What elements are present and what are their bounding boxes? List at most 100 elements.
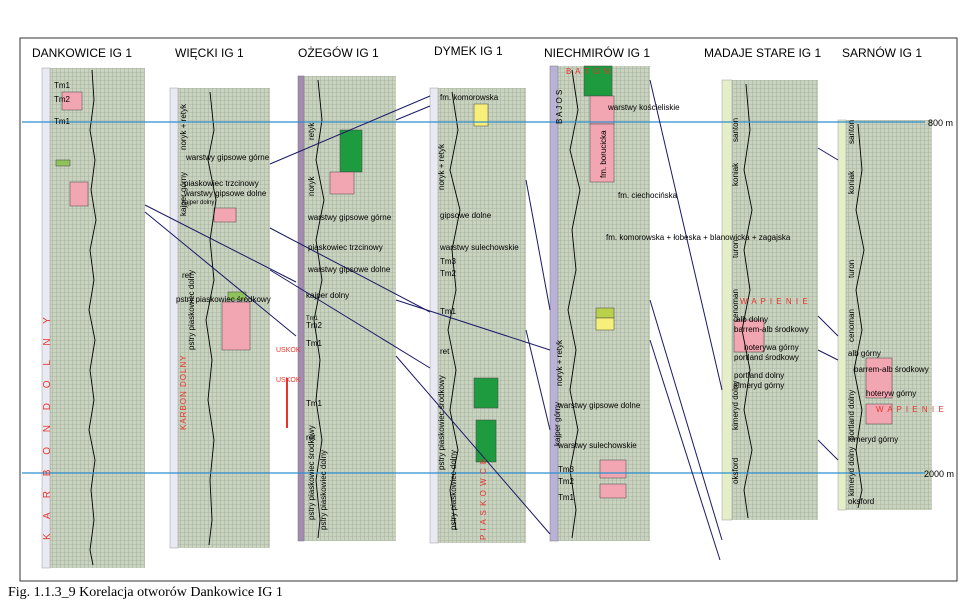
- svg-text:Tm1: Tm1: [54, 81, 71, 90]
- svg-text:pstry piaskowiec dolny: pstry piaskowiec dolny: [187, 270, 196, 350]
- svg-text:warstwy sulechowskie: warstwy sulechowskie: [557, 441, 637, 450]
- svg-text:Tm2: Tm2: [558, 477, 575, 486]
- svg-text:noryk + retyk: noryk + retyk: [555, 339, 564, 386]
- well-column-dymek: [430, 88, 526, 543]
- svg-text:Tm1: Tm1: [306, 316, 319, 322]
- depth-label-2000m: 2000 m: [924, 469, 954, 479]
- well-title-niechmirow: NIECHMIRÓW IG 1: [544, 45, 650, 60]
- svg-text:warstwy gipsowe dolne: warstwy gipsowe dolne: [307, 265, 391, 274]
- svg-text:kimeryd górny: kimeryd górny: [848, 435, 898, 444]
- svg-text:W A P I E N I E: W A P I E N I E: [740, 297, 809, 306]
- svg-text:Tm2: Tm2: [440, 269, 457, 278]
- svg-text:pstry piaskowiec środkowy: pstry piaskowiec środkowy: [176, 295, 271, 304]
- svg-text:hoterywa górny: hoterywa górny: [744, 343, 799, 352]
- svg-text:warstwy gipsowe dolne: warstwy gipsowe dolne: [557, 401, 641, 410]
- svg-text:warstwy gipsowe dolne: warstwy gipsowe dolne: [183, 189, 267, 198]
- svg-text:B A J O S: B A J O S: [555, 90, 564, 124]
- svg-text:kimeryd dolny: kimeryd dolny: [731, 381, 740, 430]
- svg-text:W A P I E N I E: W A P I E N I E: [876, 405, 945, 414]
- svg-text:fm. borucicka: fm. borucicka: [599, 130, 608, 178]
- svg-text:ret: ret: [182, 271, 192, 280]
- svg-text:warstwy gipsowe górne: warstwy gipsowe górne: [307, 213, 392, 222]
- svg-text:Tm2: Tm2: [54, 95, 71, 104]
- svg-text:oksford: oksford: [731, 458, 740, 484]
- svg-text:retyk: retyk: [307, 122, 316, 140]
- labels-sarnow: santon koniak turon cenoman alb górny ba…: [847, 120, 945, 506]
- well-title-dymek: DYMEK IG 1: [434, 44, 503, 58]
- well-column-sarnow: [838, 120, 932, 510]
- svg-text:fm. ciechocińska: fm. ciechocińska: [618, 191, 678, 200]
- labels-dymek: fm. komorowska noryk + retyk gipsowe dol…: [437, 93, 519, 540]
- labels-ozegow: retyk noryk warstwy gipsowe górne piasko…: [306, 122, 392, 530]
- strat-bars: [41, 65, 847, 569]
- well-column-dankowice: [42, 68, 145, 568]
- svg-text:piaskowiec trzcinowy: piaskowiec trzcinowy: [308, 243, 383, 252]
- well-title-ozegow: OŻEGÓW IG 1: [298, 45, 379, 60]
- svg-text:noryk: noryk: [307, 175, 316, 196]
- svg-text:Tm3: Tm3: [440, 257, 457, 266]
- svg-text:koniak: koniak: [847, 170, 856, 194]
- svg-text:alb górny: alb górny: [848, 349, 881, 358]
- correlation-lines: [144, 79, 839, 561]
- svg-text:warstwy sulechowskie: warstwy sulechowskie: [439, 243, 519, 252]
- depth-reference-lines: 800 m 2000 m: [22, 118, 954, 479]
- svg-text:Tm1: Tm1: [558, 493, 575, 502]
- svg-text:P I A S K O W C E: P I A S K O W C E: [479, 458, 488, 540]
- svg-text:K A R B O N D O L N Y: K A R B O N D O L N Y: [42, 311, 53, 540]
- svg-text:fm. komorowska + łobeska + bla: fm. komorowska + łobeska + blanowicka + …: [606, 233, 791, 242]
- svg-text:ret: ret: [440, 347, 450, 356]
- labels-madaje: santon koniak turon cenoman alb dolny ba…: [731, 118, 809, 484]
- svg-text:kajper górny: kajper górny: [553, 402, 562, 446]
- depth-label-800m: 800 m: [928, 118, 953, 128]
- lithology-blocks: [55, 65, 893, 499]
- svg-text:santon: santon: [847, 120, 856, 144]
- svg-text:warstwy kościeliskie: warstwy kościeliskie: [607, 103, 680, 112]
- svg-text:ret: ret: [306, 433, 316, 442]
- svg-text:pstry piaskowiec dolny: pstry piaskowiec dolny: [449, 450, 458, 530]
- well-title-madaje: MADAJE STARE IG 1: [704, 46, 821, 60]
- svg-text:B A T O N: B A T O N: [566, 67, 610, 76]
- svg-text:fm. komorowska: fm. komorowska: [440, 93, 499, 102]
- svg-text:Tm1: Tm1: [306, 399, 323, 408]
- svg-text:hoteryw górny: hoteryw górny: [866, 389, 916, 398]
- svg-text:KARBON DOLNY: KARBON DOLNY: [179, 354, 188, 430]
- svg-text:pstry piaskowiec środkowy: pstry piaskowiec środkowy: [437, 375, 446, 470]
- svg-text:santon: santon: [731, 118, 740, 142]
- svg-text:alb dolny: alb dolny: [736, 315, 768, 324]
- svg-text:barrem-alb środkowy: barrem-alb środkowy: [854, 365, 929, 374]
- labels-niechmirow: B A T O N B A J O S warstwy kościeliskie…: [553, 67, 791, 502]
- faults: USKOK USKOK: [276, 347, 301, 428]
- svg-text:Tm2: Tm2: [306, 321, 323, 330]
- svg-text:portland dolny: portland dolny: [847, 390, 856, 440]
- well-column-madaje: [722, 80, 818, 520]
- svg-text:USKOK: USKOK: [276, 347, 301, 354]
- svg-text:cenoman: cenoman: [847, 309, 856, 342]
- well-columns: [42, 66, 932, 568]
- figure-frame: [19, 37, 958, 582]
- svg-text:Tm1: Tm1: [306, 339, 323, 348]
- svg-text:cenoman: cenoman: [731, 289, 740, 322]
- svg-text:turon: turon: [847, 260, 856, 278]
- well-title-dankowice: DANKOWICE IG 1: [32, 46, 132, 60]
- labels-wiecki: noryk + retyk kajper górny warstwy gipso…: [176, 103, 271, 430]
- svg-text:kajper dolny: kajper dolny: [182, 200, 214, 206]
- svg-text:warstwy gipsowe górne: warstwy gipsowe górne: [185, 153, 270, 162]
- svg-text:noryk + retyk: noryk + retyk: [179, 103, 188, 150]
- svg-text:barrem-alb środkowy: barrem-alb środkowy: [734, 325, 809, 334]
- svg-text:USKOK: USKOK: [276, 377, 301, 384]
- figure-caption: Fig. 1.1.3_9 Korelacja otworów Dankowice…: [8, 585, 283, 600]
- svg-text:turon: turon: [731, 240, 740, 258]
- svg-text:gipsowe dolne: gipsowe dolne: [440, 211, 492, 220]
- log-traces: [88, 69, 865, 566]
- well-titles: DANKOWICE IG 1 WIĘCKI IG 1 OŻEGÓW IG 1 D…: [32, 44, 922, 60]
- well-title-sarnow: SARNÓW IG 1: [842, 45, 922, 60]
- svg-text:portland dolny: portland dolny: [734, 371, 784, 380]
- svg-text:oksford: oksford: [848, 497, 874, 506]
- svg-text:portland środkowy: portland środkowy: [734, 353, 799, 362]
- svg-text:Tm1: Tm1: [54, 117, 71, 126]
- svg-text:pstry piaskowiec dolny: pstry piaskowiec dolny: [319, 450, 328, 530]
- labels-dankowice: Tm1 Tm2 Tm1 K A R B O N D O L N Y: [42, 81, 71, 540]
- well-title-wiecki: WIĘCKI IG 1: [175, 46, 244, 60]
- svg-text:noryk + retyk: noryk + retyk: [437, 143, 446, 190]
